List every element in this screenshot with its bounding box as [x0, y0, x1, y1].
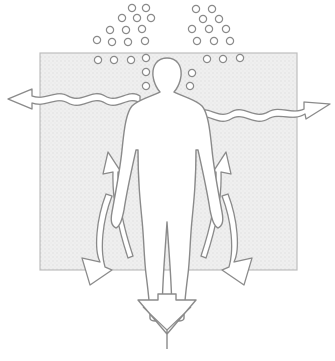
bubble — [122, 26, 129, 33]
bubble — [106, 26, 113, 33]
bubble — [142, 54, 149, 61]
bubble — [93, 36, 100, 43]
bubble — [133, 14, 140, 21]
bubble — [118, 14, 125, 21]
bubble — [192, 5, 199, 12]
bubble — [188, 69, 195, 76]
bubble — [219, 55, 226, 62]
bubble — [142, 82, 149, 89]
bubble — [208, 5, 215, 12]
bubble — [186, 82, 193, 89]
bubble — [127, 56, 134, 63]
bubble — [215, 15, 222, 22]
bubble — [193, 37, 200, 44]
bubble — [94, 56, 101, 63]
bubble — [142, 68, 149, 75]
bubble — [142, 4, 149, 11]
bubble — [203, 55, 210, 62]
bubble — [222, 25, 229, 32]
down-arrow — [138, 294, 196, 334]
bubble — [199, 15, 206, 22]
bubble — [226, 37, 233, 44]
bubble — [110, 56, 117, 63]
bubble — [188, 25, 195, 32]
bubble — [147, 14, 154, 21]
bubble — [124, 38, 131, 45]
bubble — [128, 4, 135, 11]
bubble — [210, 37, 217, 44]
bubble — [205, 25, 212, 32]
bubble — [108, 38, 115, 45]
bubble — [141, 37, 148, 44]
bubble — [236, 54, 243, 61]
bubble — [138, 25, 145, 32]
